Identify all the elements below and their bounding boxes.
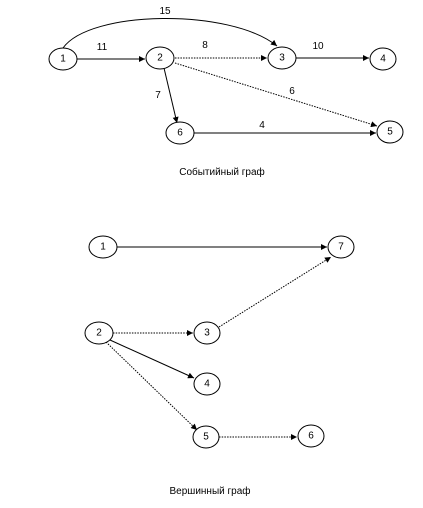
- vertex-node-4: 4: [193, 372, 221, 396]
- vertex-node-6: 6: [297, 424, 325, 448]
- edge-3-7: [218, 256, 332, 328]
- edge-label-2-3: 8: [202, 40, 208, 51]
- vertex-graph-caption: Вершинный граф: [170, 485, 251, 497]
- vertex-node-3: 3: [193, 321, 221, 345]
- node-label: 4: [380, 54, 386, 65]
- node-label: 6: [308, 431, 314, 442]
- node-label: 5: [387, 127, 393, 138]
- node-label: 4: [204, 379, 210, 390]
- event-node-1: 1: [48, 47, 78, 71]
- node-label: 3: [279, 53, 285, 64]
- event-node-2: 2: [145, 46, 175, 70]
- edge-2-4: [109, 339, 195, 379]
- event-node-6: 6: [165, 121, 195, 145]
- edge-2-5: [105, 341, 198, 431]
- edge-label-3-4: 10: [312, 41, 324, 52]
- edge-1-3: [62, 18, 278, 49]
- edge-label-1-2: 11: [97, 42, 108, 53]
- event-graph: 15 11 8 10 7 6 4 1 2 3 4 5 6: [48, 6, 404, 178]
- vertex-node-1: 1: [88, 235, 118, 259]
- event-graph-caption: Событийный граф: [179, 166, 265, 178]
- event-node-3: 3: [267, 46, 297, 70]
- vertex-node-7: 7: [327, 235, 355, 259]
- edge-label-1-3: 15: [159, 6, 171, 17]
- edge-2-6: [163, 67, 179, 124]
- node-label: 5: [203, 432, 209, 443]
- edge-label-2-6: 7: [155, 90, 161, 101]
- vertex-node-2: 2: [84, 321, 114, 345]
- event-node-4: 4: [369, 47, 397, 71]
- node-label: 3: [204, 328, 210, 339]
- node-label: 2: [157, 53, 163, 64]
- vertex-node-5: 5: [192, 425, 220, 449]
- node-label: 2: [96, 328, 102, 339]
- node-label: 6: [177, 128, 183, 139]
- node-label: 1: [100, 242, 106, 253]
- node-label: 1: [60, 54, 66, 65]
- edge-label-2-5: 6: [289, 86, 295, 97]
- node-label: 7: [338, 242, 344, 253]
- edge-2-5: [174, 62, 378, 128]
- vertex-graph: 1 2 3 4 5 6 7 Вершинный граф: [84, 235, 355, 497]
- event-node-5: 5: [376, 120, 404, 144]
- edge-label-6-5: 4: [259, 120, 265, 131]
